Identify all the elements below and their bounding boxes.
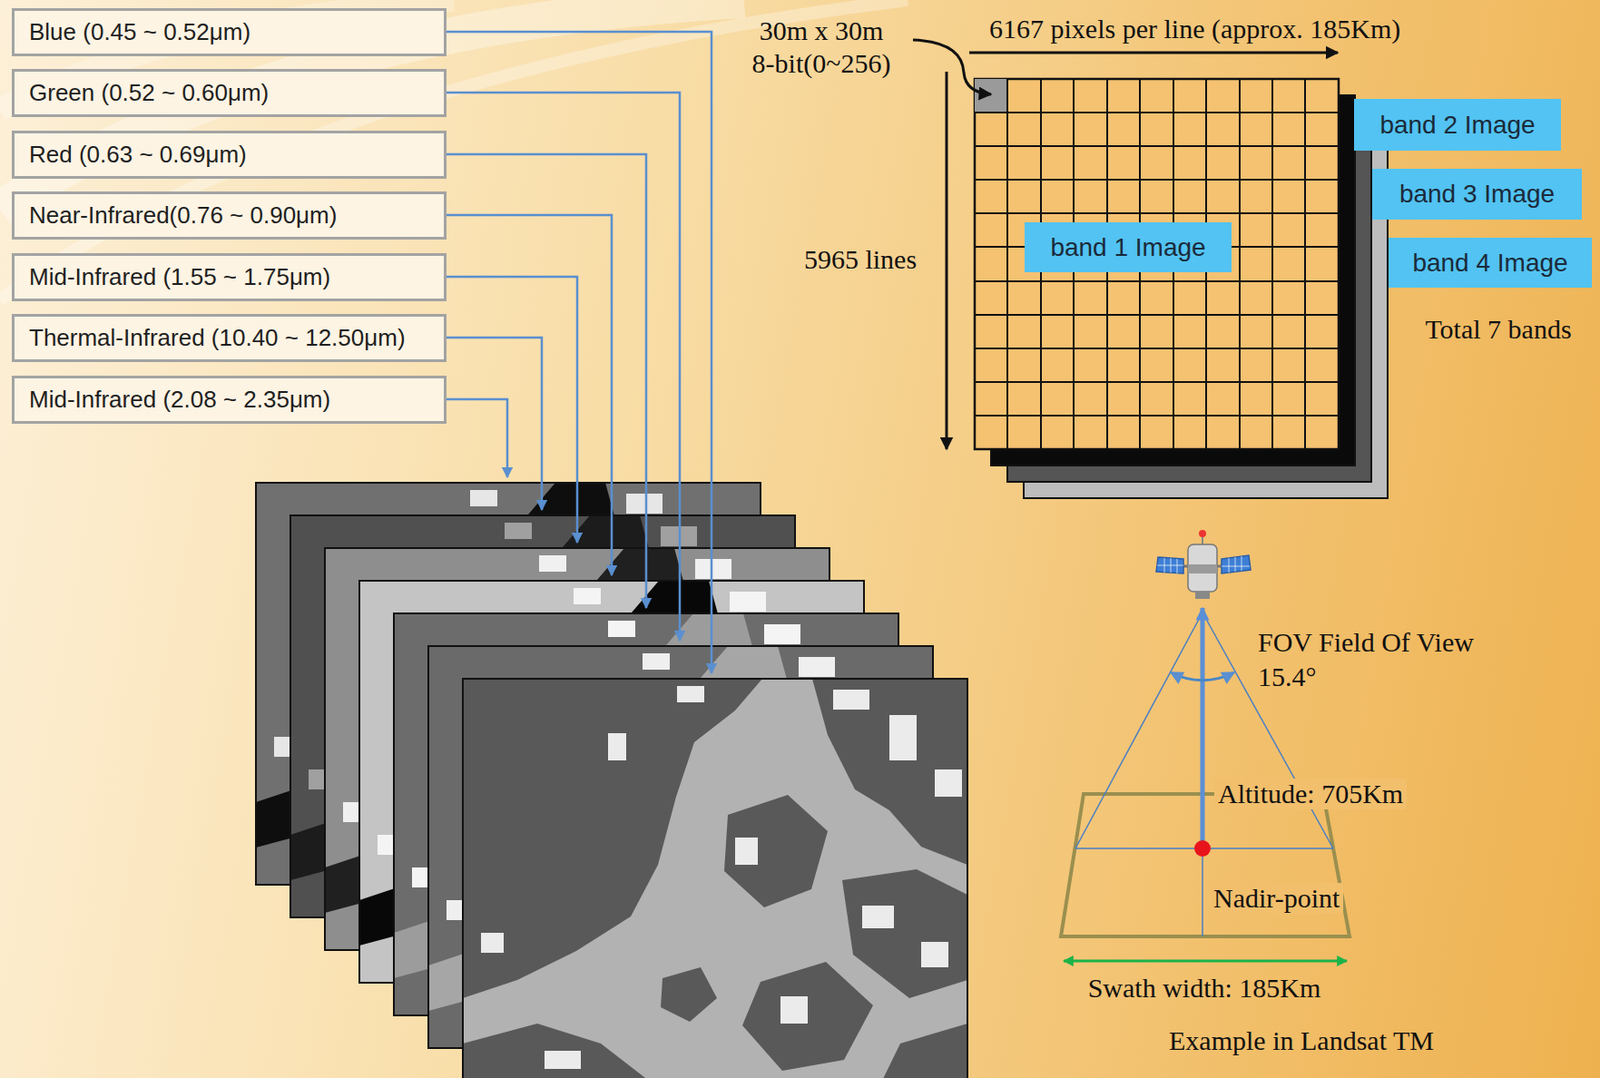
leader-line xyxy=(446,337,542,511)
band-box: Near-Infrared(0.76 ~ 0.90μm) xyxy=(11,191,447,240)
image-tag: band 1 Image xyxy=(1024,222,1232,273)
band-box: Mid-Infrared (1.55 ~ 1.75μm) xyxy=(11,253,447,302)
nadir-dot xyxy=(1194,840,1211,857)
band-label: band 4 Image xyxy=(1412,248,1568,278)
band-label: band 2 Image xyxy=(1379,110,1535,140)
swath-arrow xyxy=(1063,960,1347,963)
dimension-label: 6167 pixels per line (approx. 185Km) xyxy=(989,13,1401,46)
band-box: Green (0.52 ~ 0.60μm) xyxy=(11,68,447,118)
leader-line xyxy=(446,276,578,543)
band-box: Mid-Infrared (2.08 ~ 2.35μm) xyxy=(11,375,447,424)
leader-line xyxy=(446,154,647,609)
band-label: Mid-Infrared (2.08 ~ 2.35μm) xyxy=(29,385,331,414)
satellite-band xyxy=(1187,564,1218,574)
swath-label: Swath width: 185Km xyxy=(1088,972,1322,1005)
band-label: Thermal-Infrared (10.40 ~ 12.50μm) xyxy=(29,323,406,353)
band-label: Near-Infrared(0.76 ~ 0.90μm) xyxy=(29,201,337,230)
leader-line xyxy=(446,31,712,674)
grid-lines xyxy=(974,78,1339,450)
note-label: Total 7 bands xyxy=(1424,314,1571,346)
antenna-tip xyxy=(1198,530,1207,538)
pixel-grid xyxy=(974,78,1339,450)
band-label: Red (0.63 ~ 0.69μm) xyxy=(29,140,247,169)
dimension-label: 5965 lines xyxy=(804,244,917,276)
band-box: Thermal-Infrared (10.40 ~ 12.50μm) xyxy=(11,314,447,363)
leader-line xyxy=(446,215,612,576)
fov-label: FOV Field Of View xyxy=(1257,627,1474,659)
dimension-arrow xyxy=(969,51,1338,55)
satellite-icon xyxy=(1156,530,1251,599)
band-box: Blue (0.45 ~ 0.52μm) xyxy=(11,8,447,57)
pixel-grid-stack xyxy=(912,39,1388,499)
leader-line xyxy=(446,399,508,478)
band-box: Red (0.63 ~ 0.69μm) xyxy=(11,130,447,179)
image-tag: band 2 Image xyxy=(1354,98,1561,151)
bit-depth-label: 8-bit(0~256) xyxy=(752,48,892,80)
image-tag: band 3 Image xyxy=(1372,168,1582,220)
band-label: Green (0.52 ~ 0.60μm) xyxy=(29,78,269,108)
satellite-nozzle xyxy=(1195,591,1210,599)
solar-panel xyxy=(1221,555,1251,574)
band-image xyxy=(462,678,968,1078)
satellite-body xyxy=(1187,544,1218,592)
caption-note: Example in Landsat TM xyxy=(1168,1025,1434,1058)
band-label: band 3 Image xyxy=(1399,179,1555,209)
dimension-arrow xyxy=(945,71,949,450)
band-label: Mid-Infrared (1.55 ~ 1.75μm) xyxy=(29,263,331,292)
altitude-arrow xyxy=(1200,608,1206,845)
pointer-arrow xyxy=(912,39,992,95)
fov-arc xyxy=(1170,672,1235,681)
band-label: band 1 Image xyxy=(1050,233,1206,263)
image-tag: band 4 Image xyxy=(1388,237,1592,288)
angle-label: 15.4° xyxy=(1257,661,1317,694)
leader-line xyxy=(446,92,680,641)
altitude-label: Altitude: 705Km xyxy=(1214,778,1407,811)
nadir-label: Nadir-point xyxy=(1209,883,1344,915)
band-label: Blue (0.45 ~ 0.52μm) xyxy=(29,18,251,47)
pixel-size-label: 30m x 30m xyxy=(759,15,884,48)
footprint-trapezoid xyxy=(1060,794,1350,937)
pixel-cell xyxy=(974,78,1008,113)
leader-lines xyxy=(446,31,712,674)
